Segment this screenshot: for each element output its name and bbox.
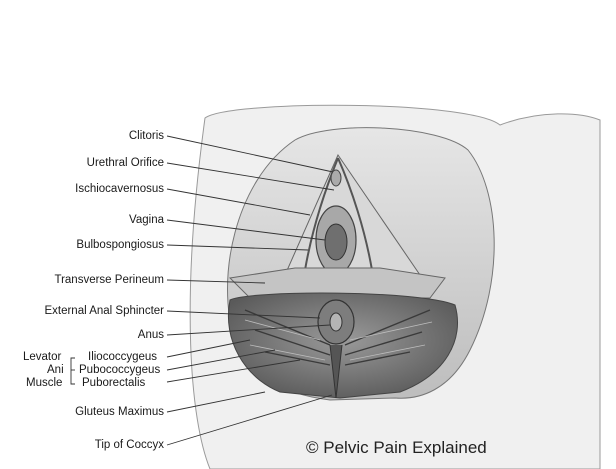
label-levator: Levator xyxy=(23,351,62,363)
label-ischiocavernosus: Ischiocavernosus xyxy=(75,183,164,195)
label-clitoris: Clitoris xyxy=(128,130,164,142)
leader-lines xyxy=(70,135,335,446)
label-puborectalis: Puborectalis xyxy=(82,377,146,389)
label-transverse-perineum: Transverse Perineum xyxy=(54,274,164,286)
label-iliococcygeus: Iliococcygeus xyxy=(88,351,158,363)
urogenital-region xyxy=(228,153,446,299)
label-anus: Anus xyxy=(137,329,164,341)
label-gluteus-maximus: Gluteus Maximus xyxy=(75,406,164,418)
label-vagina: Vagina xyxy=(129,214,164,226)
label-pubococcygeus: Pubococcygeus xyxy=(79,364,161,376)
anal-region xyxy=(227,292,459,399)
label-bulbospongiosus: Bulbospongiosus xyxy=(76,239,164,251)
label-urethral-orifice: Urethral Orifice xyxy=(86,157,164,169)
label-external-anal-sphincter: External Anal Sphincter xyxy=(44,305,164,317)
label-muscle: Muscle xyxy=(26,377,63,389)
label-tip-of-coccyx: Tip of Coccyx xyxy=(94,439,164,451)
copyright-credit: © Pelvic Pain Explained xyxy=(306,438,487,457)
label-ani: Ani xyxy=(47,364,64,376)
